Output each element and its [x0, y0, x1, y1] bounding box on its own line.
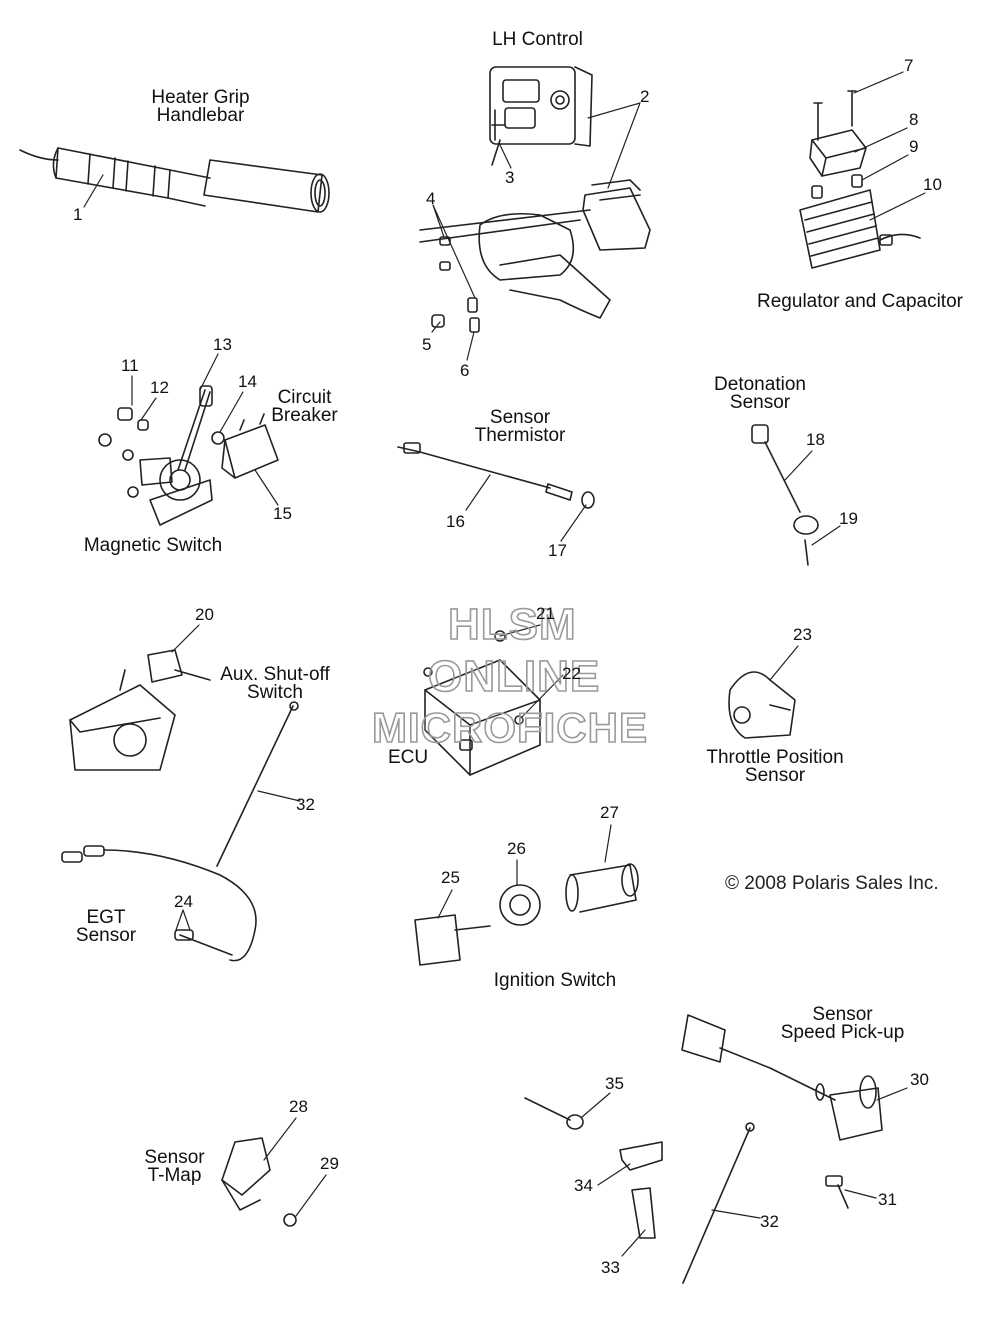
ecu-part: [423, 630, 541, 776]
label-ignition-switch: Ignition Switch: [493, 970, 617, 991]
label-speed-pickup: Sensor Speed Pick-up: [780, 1004, 905, 1043]
watermark-line-2: ONLINE: [427, 651, 601, 702]
bracket-clip-parts: [524, 1097, 755, 1284]
label-circuit-breaker: Circuit Breaker: [271, 387, 338, 426]
callout-6: 6: [460, 361, 470, 380]
probe-32-left: [216, 701, 299, 867]
label-egt-sensor: EGT Sensor: [75, 907, 137, 946]
callout-11: 11: [121, 356, 139, 375]
callout-27: 27: [600, 803, 619, 822]
callout-31: 31: [878, 1190, 897, 1209]
callout-15: 15: [273, 504, 292, 523]
label-sensor-tmap: Sensor T-Map: [144, 1147, 205, 1186]
copyright-notice: © 2008 Polaris Sales Inc.: [725, 873, 939, 894]
callout-28: 28: [289, 1097, 308, 1116]
callout-10: 10: [923, 175, 942, 194]
speed-pickup-sensor-part: [681, 1014, 883, 1209]
callout-5: 5: [422, 335, 432, 354]
label-magnetic-switch: Magnetic Switch: [83, 535, 223, 556]
label-lh-control: LH Control: [492, 29, 583, 50]
callout-13: 13: [213, 335, 232, 354]
heater-grip-part: [19, 147, 330, 213]
sensor-tmap-part: [221, 1137, 297, 1227]
regulator-capacitor-part: [799, 90, 921, 269]
callout-1: 1: [73, 205, 83, 224]
callout-17: 17: [548, 541, 567, 560]
aux-shutoff-switch-part: [69, 649, 211, 771]
leader-lines: [83, 71, 926, 1257]
callout-21: 21: [536, 604, 555, 623]
sensor-thermistor-part: [397, 442, 595, 509]
label-aux-shutoff: Aux. Shut-off Switch: [220, 664, 330, 703]
ignition-switch-part: [414, 863, 639, 966]
label-heater-grip: Heater Grip Handlebar: [151, 87, 250, 126]
callout-4: 4: [426, 189, 436, 208]
watermark-line-3: MICROFICHE: [371, 703, 648, 752]
callout-22: 22: [562, 664, 581, 683]
callout-25: 25: [441, 868, 460, 887]
label-ecu: ECU: [387, 747, 429, 768]
callout-20: 20: [195, 605, 214, 624]
magnetic-switch-part: [98, 385, 225, 526]
callout-30: 30: [910, 1070, 929, 1089]
detonation-sensor-part: [751, 424, 819, 566]
callout-14: 14: [238, 372, 257, 391]
watermark-line-1: HLSM: [447, 599, 577, 650]
label-sensor-thermistor: Sensor Thermistor: [474, 407, 566, 446]
callout-18: 18: [806, 430, 825, 449]
callout-12: 12: [150, 378, 169, 397]
label-regulator: Regulator and Capacitor: [757, 291, 963, 312]
callout-8: 8: [909, 110, 919, 129]
callout-34: 34: [574, 1176, 593, 1195]
callout-35: 35: [605, 1074, 624, 1093]
callout-33: 33: [601, 1258, 620, 1277]
callout-23: 23: [793, 625, 812, 644]
circuit-breaker-part: [221, 413, 279, 479]
label-throttle-position: Throttle Position Sensor: [706, 747, 844, 786]
lh-control-part: [419, 66, 651, 333]
callout-32-left: 32: [296, 795, 315, 814]
callout-16: 16: [446, 512, 465, 531]
throttle-position-sensor-part: [728, 671, 796, 739]
callout-9: 9: [909, 137, 919, 156]
callout-3: 3: [505, 168, 515, 187]
callout-29: 29: [320, 1154, 339, 1173]
egt-sensor-part: [61, 845, 257, 962]
callout-19: 19: [839, 509, 858, 528]
callout-2: 2: [640, 87, 650, 106]
callout-26: 26: [507, 839, 526, 858]
callout-24: 24: [174, 892, 193, 911]
callout-7: 7: [904, 56, 914, 75]
label-detonation-sensor: Detonation Sensor: [714, 374, 806, 413]
callout-32-right: 32: [760, 1212, 779, 1231]
